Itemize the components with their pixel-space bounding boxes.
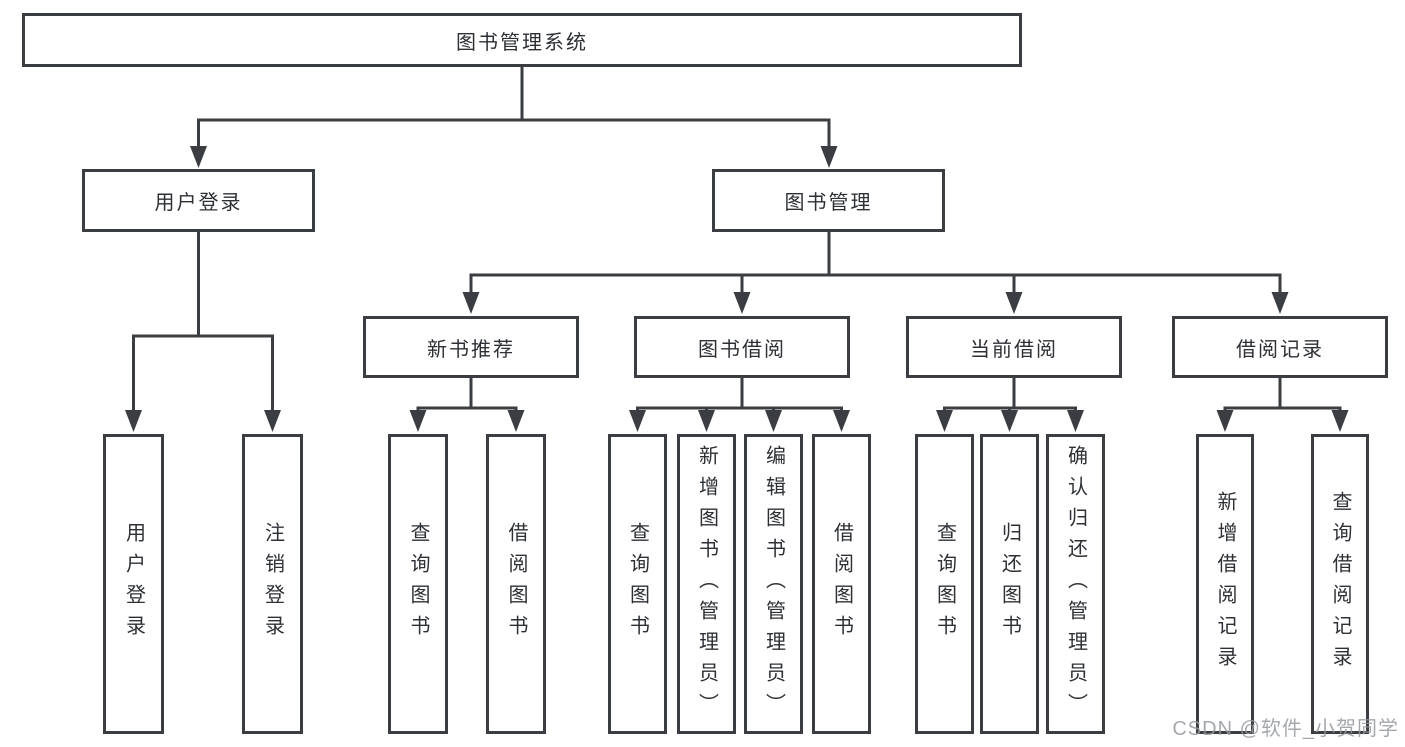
node-book-borrowing: 图书借阅 bbox=[634, 316, 850, 378]
leaf-borrow-books: 借阅图书 bbox=[812, 434, 871, 734]
leaf-return-books-label: 归还图书 bbox=[998, 522, 1021, 646]
leaf-confirm-return-admin: 确认归还（管理员） bbox=[1046, 434, 1105, 734]
leaf-return-books: 归还图书 bbox=[980, 434, 1039, 734]
csdn-watermark: CSDN @软件_小贺同学 bbox=[1172, 718, 1399, 740]
node-book-management: 图书管理 bbox=[712, 169, 945, 232]
leaf-query-borrow-record-label: 查询借阅记录 bbox=[1329, 491, 1351, 677]
leaf-borrow-books-label: 借阅图书 bbox=[830, 522, 853, 646]
leaf-logout: 注销登录 bbox=[242, 434, 303, 734]
leaf-query-books-current-label: 查询图书 bbox=[933, 522, 956, 646]
node-library-management-system: 图书管理系统 bbox=[22, 13, 1022, 67]
leaf-edit-books-admin-label: 编辑图书（管理员） bbox=[762, 444, 785, 724]
node-user-login: 用户登录 bbox=[82, 169, 315, 232]
leaf-query-borrow-record: 查询借阅记录 bbox=[1311, 434, 1369, 734]
leaf-add-books-admin-label: 新增图书（管理员） bbox=[695, 444, 718, 724]
leaf-logout-label: 注销登录 bbox=[261, 522, 284, 646]
leaf-borrow-books-recommend: 借阅图书 bbox=[486, 434, 546, 734]
leaf-user-login: 用户登录 bbox=[103, 434, 164, 734]
leaf-borrow-books-recommend-label: 借阅图书 bbox=[505, 522, 527, 646]
leaf-add-borrow-record: 新增借阅记录 bbox=[1196, 434, 1254, 734]
leaf-query-books-borrow-label: 查询图书 bbox=[626, 522, 649, 646]
leaf-confirm-return-admin-label: 确认归还（管理员） bbox=[1064, 444, 1087, 724]
node-current-borrowing: 当前借阅 bbox=[906, 316, 1122, 378]
leaf-add-books-admin: 新增图书（管理员） bbox=[677, 434, 736, 734]
leaf-query-books-borrow: 查询图书 bbox=[608, 434, 667, 734]
node-borrowing-records: 借阅记录 bbox=[1172, 316, 1388, 378]
leaf-user-login-label: 用户登录 bbox=[122, 522, 145, 646]
leaf-query-books-current: 查询图书 bbox=[915, 434, 974, 734]
leaf-query-books-recommend: 查询图书 bbox=[388, 434, 448, 734]
leaf-edit-books-admin: 编辑图书（管理员） bbox=[744, 434, 803, 734]
leaf-add-borrow-record-label: 新增借阅记录 bbox=[1214, 491, 1236, 677]
leaf-query-books-recommend-label: 查询图书 bbox=[407, 522, 429, 646]
node-new-book-recommendation: 新书推荐 bbox=[363, 316, 579, 378]
